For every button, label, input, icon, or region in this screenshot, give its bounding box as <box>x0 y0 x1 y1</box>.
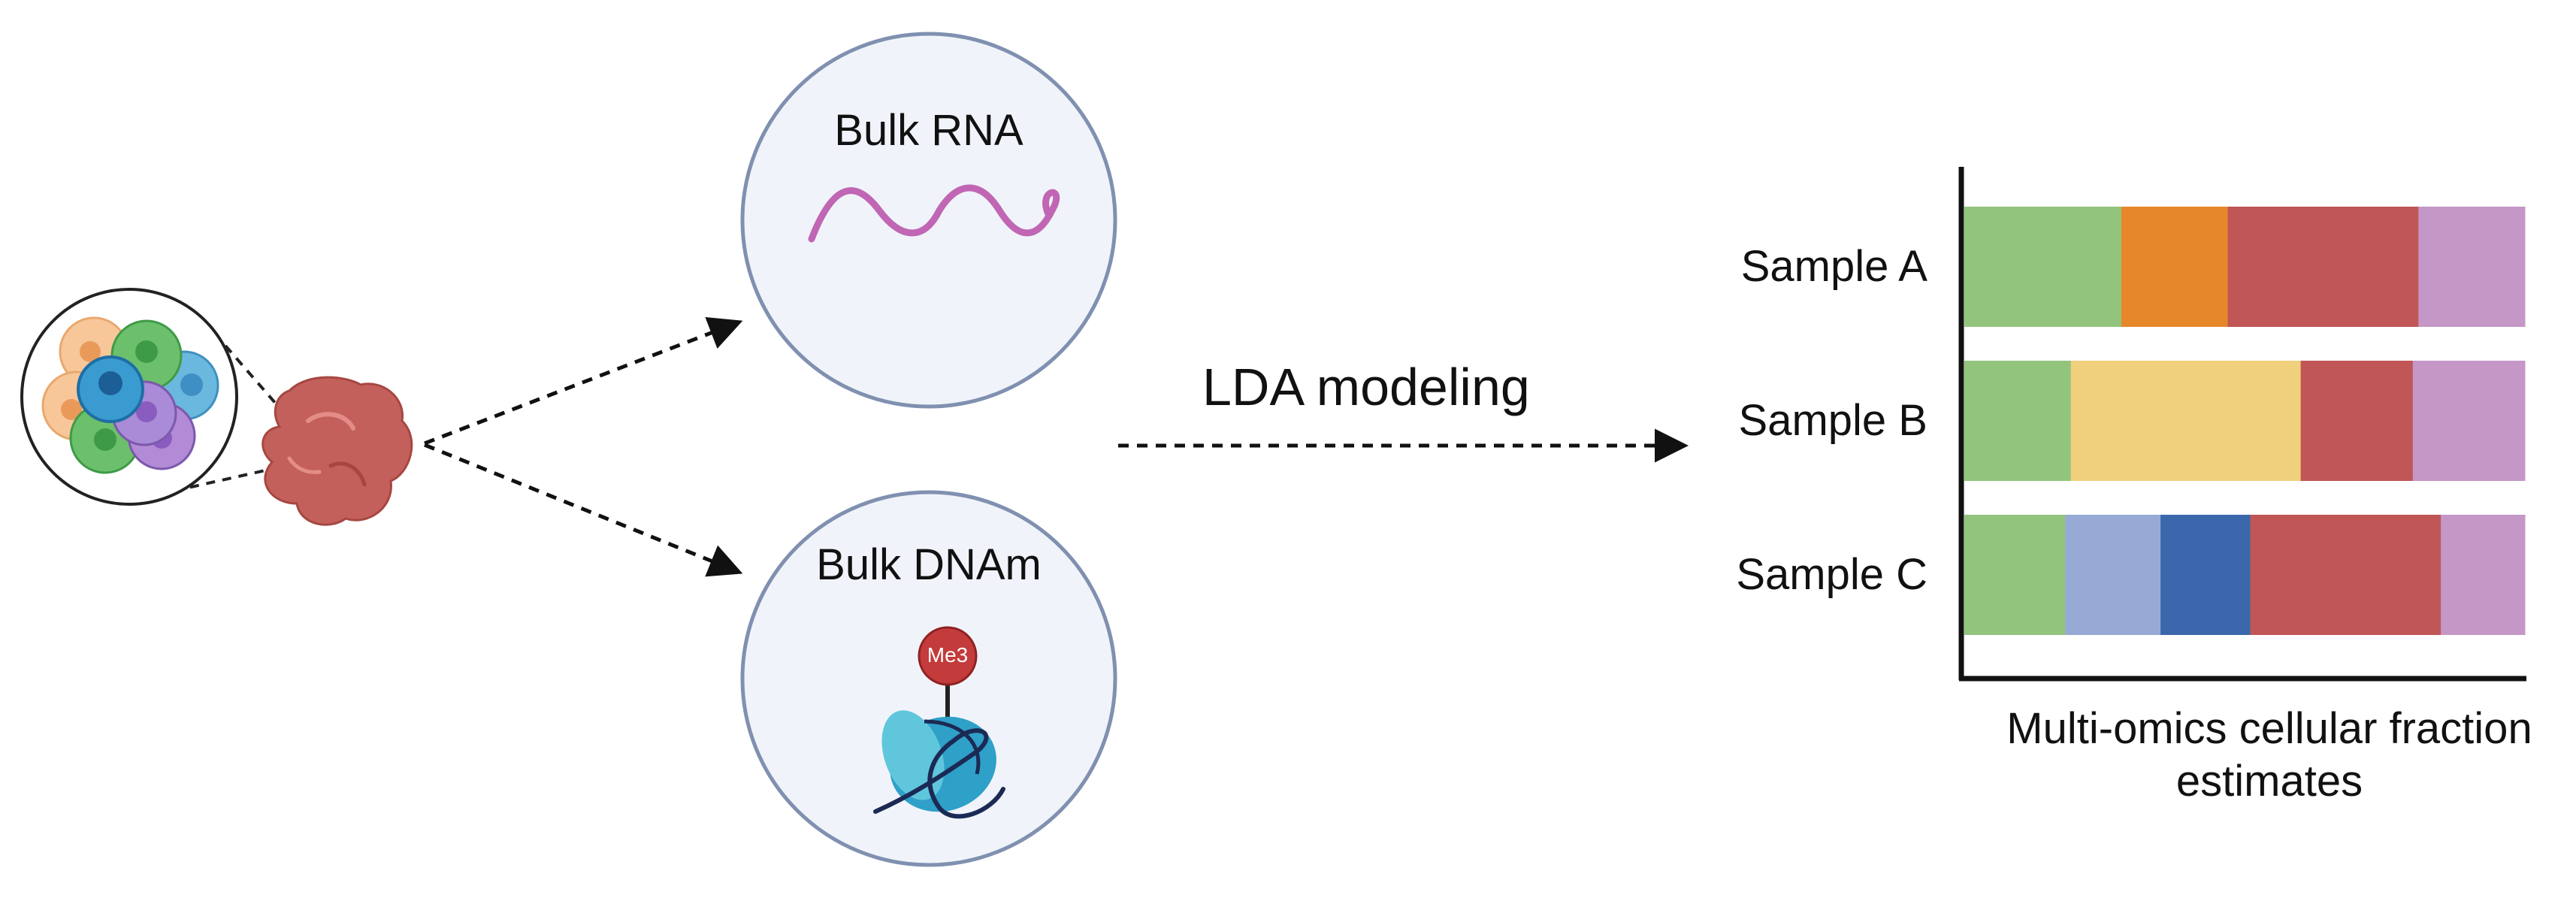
bar-segment-3-3 <box>2160 515 2251 635</box>
bar-segment-1-4 <box>2418 207 2526 327</box>
bar-segment-2-4 <box>2412 361 2526 481</box>
bar-segment-2-2 <box>2070 361 2302 481</box>
bar-segment-3-4 <box>2250 515 2441 635</box>
sample-label: Sample B <box>1738 396 1927 445</box>
rna-wave-icon <box>808 184 1060 243</box>
bar-segment-3-5 <box>2441 515 2526 635</box>
me3-label: Me3 <box>927 643 969 667</box>
cell-cluster-icon <box>20 288 302 506</box>
chart-caption: Multi-omics cellular fraction estimates <box>2006 704 2532 806</box>
bulk-rna-circle <box>740 32 1117 409</box>
bulk-dnam-title: Bulk DNAm <box>816 540 1042 589</box>
sample-label: Sample C <box>1736 550 1927 599</box>
lda-modeling-label: LDA modeling <box>1202 358 1530 416</box>
bar-segment-1-1 <box>1964 207 2122 327</box>
bar-segment-3-1 <box>1964 515 2066 635</box>
bar-segment-2-3 <box>2300 361 2414 481</box>
arrow-to-rna <box>424 316 743 446</box>
bar-segment-3-2 <box>2065 515 2161 635</box>
methyl-mark-icon <box>918 626 978 686</box>
bulk-rna-title: Bulk RNA <box>834 106 1023 155</box>
bar-segment-1-2 <box>2121 207 2229 327</box>
bar-segment-2-1 <box>1964 361 2072 481</box>
fraction-chart <box>1964 207 2526 635</box>
nucleosome-icon <box>873 680 1005 819</box>
bar-segment-1-3 <box>2227 207 2419 327</box>
arrow-to-dnam <box>424 443 743 577</box>
sample-label: Sample A <box>1740 242 1927 291</box>
tumor-icon <box>262 376 413 526</box>
